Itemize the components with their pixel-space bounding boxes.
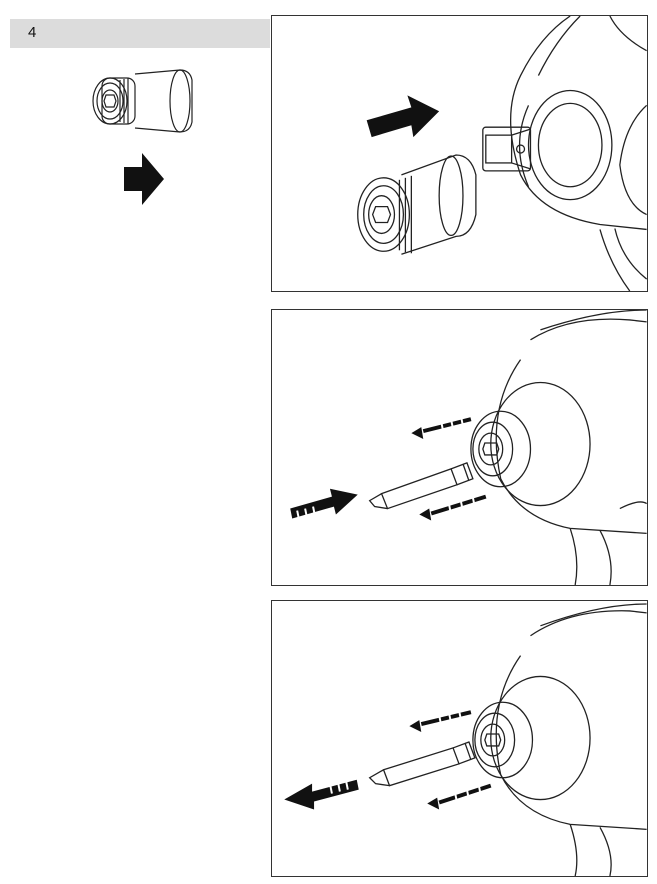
socket-thumbnail-icon: [80, 60, 200, 142]
step-header-bar: 4: [10, 19, 270, 48]
figure-attach-socket: [271, 15, 648, 292]
right-arrow-icon: [124, 153, 164, 205]
figure-remove-bit: [271, 600, 648, 877]
step-number: 4: [28, 24, 37, 41]
figure-insert-bit: [271, 309, 648, 586]
